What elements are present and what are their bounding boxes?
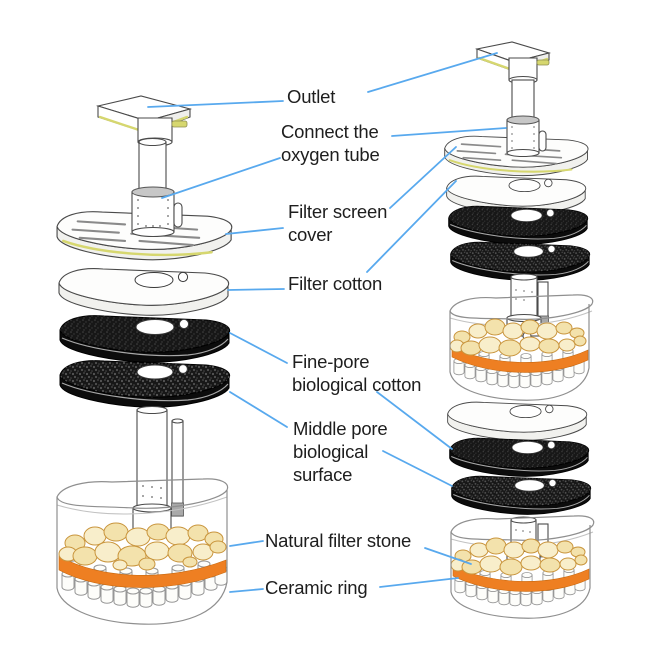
right-filter-diagram [445,41,595,619]
sand-layer-right-lower [452,565,590,592]
label-filter-cotton: Filter cotton [288,273,383,294]
leader-middlepore-left [229,391,288,428]
uplift-tubes-left [132,405,184,535]
left-filter-diagram [56,95,232,625]
leader-finepore-right [376,391,453,450]
leader-stone-left [229,540,264,547]
outlet-tube-left [138,137,167,193]
middle-pore-pad-left [60,361,230,408]
middle-pore-pad-right-lower [452,476,591,514]
label-middle-pore-biological-surface: Middle pore biological surface [293,418,388,485]
filter-stones-left [58,522,227,571]
outlet-left [95,95,193,147]
filter-stones-right-upper [449,318,587,357]
fine-pore-pad-right-upper [449,206,588,244]
air-pin-left [171,120,188,128]
leader-lines [147,52,507,593]
filter-cotton-left [59,269,229,316]
air-pin-right [536,59,550,66]
leader-cotton-right [366,180,457,273]
leader-cover-left [225,227,284,235]
sand-layer-left [58,555,227,588]
container-right-upper [449,294,594,401]
leader-cover-right [389,146,457,209]
tube-clip-right [538,130,547,152]
leader-oxygen-left [161,157,281,199]
label-natural-filter-stone: Natural filter stone [265,530,412,551]
leader-finepore-left [229,332,288,364]
leader-middlepore-right [382,450,453,487]
leader-ring-right [379,577,459,588]
sand-layer-right-upper [451,346,589,373]
label-outlet: Outlet [287,86,336,107]
leader-outlet-right [367,52,498,93]
leader-cotton-left [227,288,285,291]
label-connect-oxygen-tube: Connect the oxygen tube [281,121,380,165]
fine-pore-pad-left [60,316,230,363]
label-ceramic-ring: Ceramic ring [265,577,368,598]
leader-ring-left [229,588,264,593]
leader-outlet-left [147,100,284,108]
filter-stones-right-lower [450,537,588,576]
filter-cotton-right-lower [448,402,587,440]
fine-pore-pad-right-lower [450,438,589,476]
outlet-right [474,41,552,85]
tube-clip-left [173,202,183,228]
container-right-lower [450,515,595,619]
leader-oxygen-right [391,127,507,137]
label-filter-screen-cover: Filter screen cover [288,201,388,245]
label-fine-pore-biological-cotton: Fine-pore biological cotton [292,351,422,395]
oxygen-coupling-right [506,115,547,158]
container-left [56,478,229,625]
oxygen-coupling-left [131,186,183,238]
leader-stone-right [424,547,472,565]
